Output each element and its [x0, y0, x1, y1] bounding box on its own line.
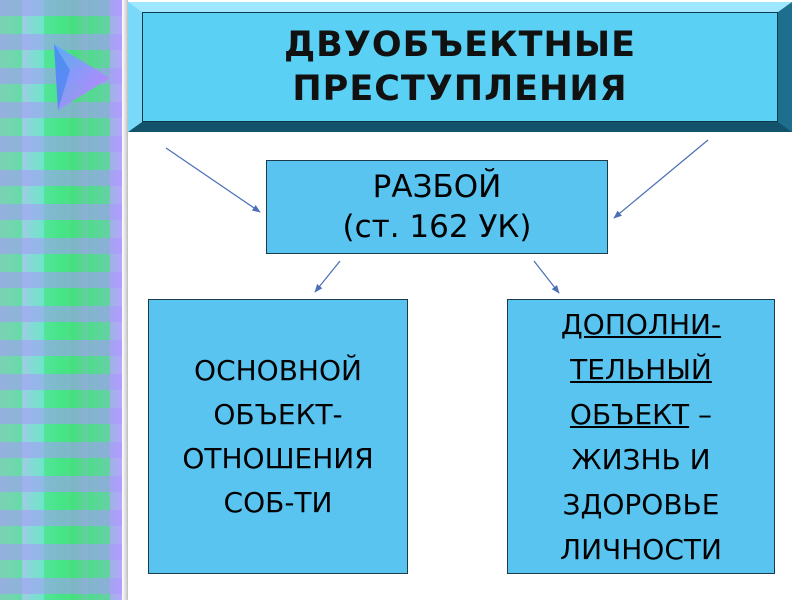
additional-object-dash: –	[689, 398, 712, 431]
additional-object-line-1: ДОПОЛНИ-	[561, 302, 721, 347]
triangle-play-icon	[50, 40, 112, 112]
arrow-center-to-right-box	[534, 261, 559, 293]
arrow-title-to-center-left	[166, 148, 260, 212]
main-object-line-1: ОСНОВНОЙ	[194, 349, 362, 393]
title-line-2: ПРЕСТУПЛЕНИЯ	[284, 67, 636, 111]
additional-object-line-4: ЖИЗНЬ И	[571, 437, 710, 482]
arrow-center-to-left-box	[315, 261, 340, 292]
additional-object-line-5: ЗДОРОВЬЕ	[563, 482, 720, 527]
page-title: ДВУОБЪЕКТНЫЕ ПРЕСТУПЛЕНИЯ	[284, 23, 636, 111]
additional-object-line-6: ЛИЧНОСТИ	[560, 527, 722, 572]
robbery-label: РАЗБОЙ	[373, 167, 502, 207]
main-object-line-4: СОБ-ТИ	[224, 481, 333, 525]
robbery-article: (ст. 162 УК)	[343, 207, 532, 247]
main-object-line-2: ОБЪЕКТ-	[213, 393, 342, 437]
additional-object-line-3: ОБЪЕКТ –	[570, 392, 712, 437]
main-object-line-3: ОТНОШЕНИЯ	[182, 437, 373, 481]
robbery-box: РАЗБОЙ (ст. 162 УК)	[266, 160, 608, 254]
additional-object-line-2: ТЕЛЬНЫЙ	[570, 347, 712, 392]
main-object-box: ОСНОВНОЙ ОБЪЕКТ- ОТНОШЕНИЯ СОБ-ТИ	[148, 299, 408, 574]
additional-object-word: ОБЪЕКТ	[570, 398, 689, 431]
title-inner-panel: ДВУОБЪЕКТНЫЕ ПРЕСТУПЛЕНИЯ	[142, 12, 778, 122]
title-line-1: ДВУОБЪЕКТНЫЕ	[284, 23, 636, 67]
title-box: ДВУОБЪЕКТНЫЕ ПРЕСТУПЛЕНИЯ	[128, 2, 792, 132]
additional-object-box: ДОПОЛНИ- ТЕЛЬНЫЙ ОБЪЕКТ – ЖИЗНЬ И ЗДОРОВ…	[507, 299, 775, 574]
arrow-title-to-center-right	[614, 140, 708, 218]
